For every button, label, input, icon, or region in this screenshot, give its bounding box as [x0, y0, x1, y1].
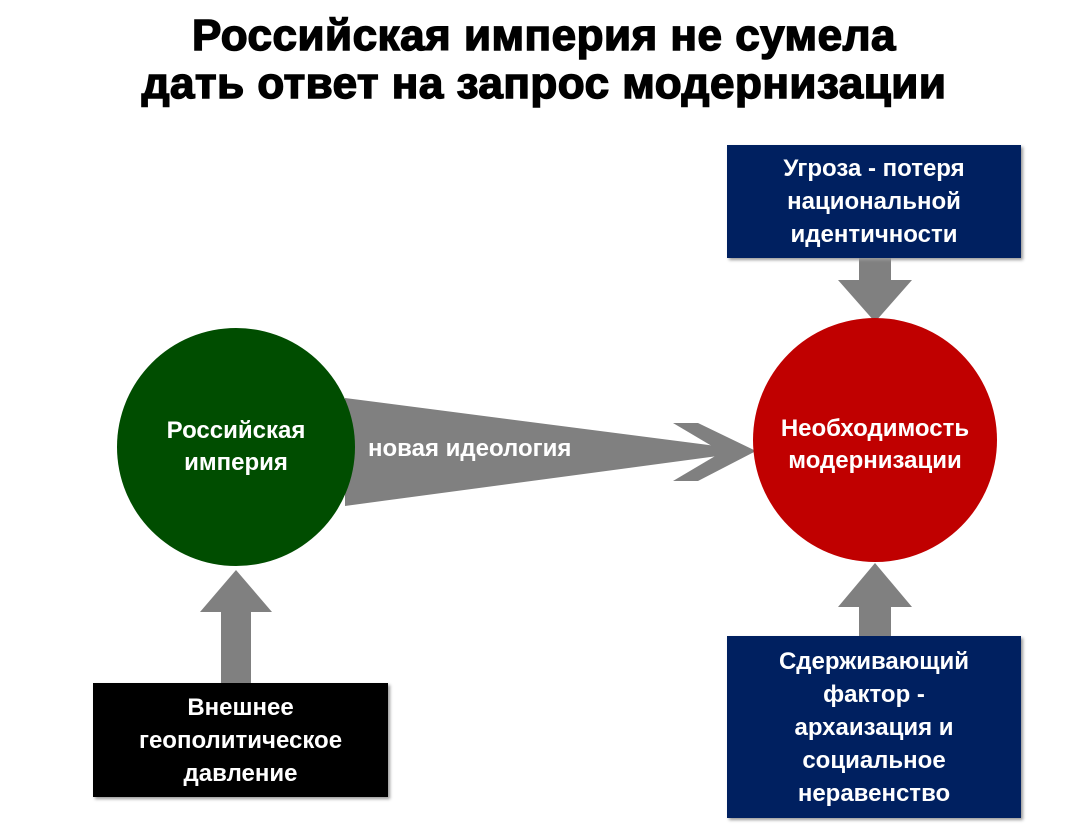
empire-label: Российская империя — [166, 417, 306, 476]
ideology-wedge-arrow — [345, 398, 755, 506]
ideology-label: новая идеология — [368, 435, 572, 462]
threat-box: Угроза - потеря национальной идентичност… — [727, 145, 1021, 258]
title-line-1: Российская империя не сумела — [191, 11, 896, 60]
modernization-circle — [753, 318, 997, 562]
empire-circle — [117, 328, 355, 566]
constraint-box: Сдерживающий фактор - архаизация и социа… — [727, 636, 1021, 818]
threat-down-arrow — [838, 258, 912, 322]
pressure-up-arrow — [200, 570, 272, 683]
pressure-box: Внешнее геополитическое давление — [93, 683, 388, 797]
constraint-up-arrow — [838, 563, 912, 636]
title-line-2: дать ответ на запрос модернизации — [141, 59, 947, 108]
ideology-chevron — [673, 423, 756, 481]
modernization-label: Необходимость модернизации — [780, 415, 970, 474]
